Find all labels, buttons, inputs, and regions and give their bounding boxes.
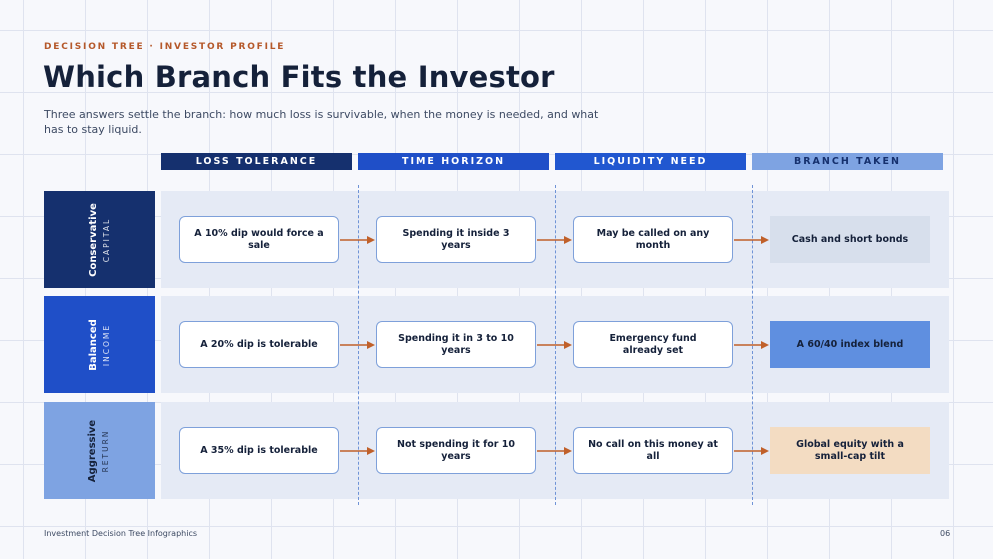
arrow-right-icon [734, 341, 769, 349]
kicker: DECISION TREE · INVESTOR PROFILE [44, 42, 286, 52]
arrow-right-icon [340, 341, 375, 349]
column-header-loss-tolerance: LOSS TOLERANCE [161, 153, 352, 170]
node-horizon-conservative: Spending it inside 3 years [376, 216, 536, 263]
column-header-branch-taken: BRANCH TAKEN [752, 153, 943, 170]
row-name: Aggressive [87, 419, 99, 482]
arrow-right-icon [340, 236, 375, 244]
row-sub: CAPITAL [101, 217, 111, 262]
row-sub: INCOME [101, 323, 111, 366]
node-liquidity-balanced: Emergency fund already set [573, 321, 733, 368]
node-loss-conservative: A 10% dip would force a sale [179, 216, 339, 263]
page-subtitle: Three answers settle the branch: how muc… [44, 108, 599, 136]
node-loss-balanced: A 20% dip is tolerable [179, 321, 339, 368]
arrow-right-icon [734, 236, 769, 244]
arrow-right-icon [734, 447, 769, 455]
arrow-right-icon [537, 447, 572, 455]
branch-result-balanced: A 60/40 index blend [770, 321, 930, 368]
node-horizon-balanced: Spending it in 3 to 10 years [376, 321, 536, 368]
row-label-conservative: Conservative CAPITAL [44, 191, 155, 288]
arrow-right-icon [537, 236, 572, 244]
row-sub: RETURN [101, 429, 111, 472]
arrow-right-icon [537, 341, 572, 349]
node-liquidity-conservative: May be called on any month [573, 216, 733, 263]
row-name: Conservative [87, 202, 99, 277]
node-horizon-aggressive: Not spending it for 10 years [376, 427, 536, 474]
row-label-aggressive: Aggressive RETURN [44, 402, 155, 499]
page-title: Which Branch Fits the Investor [43, 60, 555, 94]
node-loss-aggressive: A 35% dip is tolerable [179, 427, 339, 474]
column-header-time-horizon: TIME HORIZON [358, 153, 549, 170]
node-liquidity-aggressive: No call on this money at all [573, 427, 733, 474]
arrow-right-icon [340, 447, 375, 455]
row-label-balanced: Balanced INCOME [44, 296, 155, 393]
branch-result-aggressive: Global equity with a small-cap tilt [770, 427, 930, 474]
branch-result-conservative: Cash and short bonds [770, 216, 930, 263]
row-name: Balanced [87, 318, 99, 371]
footer-title: Investment Decision Tree Infographics [44, 529, 198, 538]
page-number: 06 [940, 529, 951, 538]
column-header-liquidity-need: LIQUIDITY NEED [555, 153, 746, 170]
